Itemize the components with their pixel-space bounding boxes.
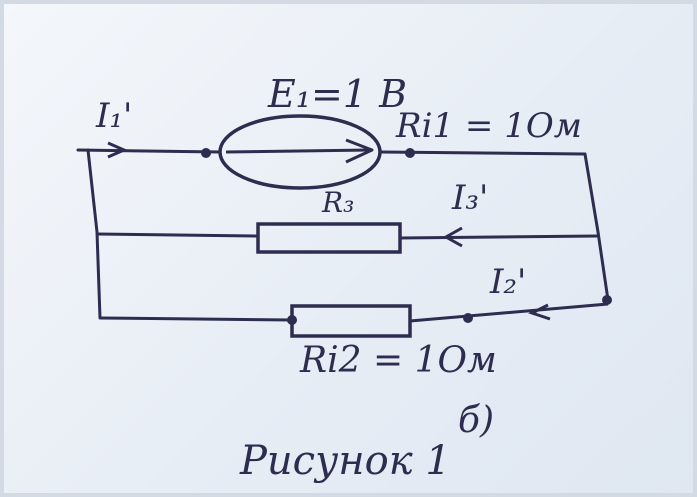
label-i2: I₂' — [490, 262, 527, 302]
label-subfigure: б) — [458, 400, 495, 441]
figure-caption: Рисунок 1 — [240, 438, 451, 484]
node-dot — [405, 148, 415, 158]
node-dot — [463, 313, 473, 323]
source-arrowhead — [345, 138, 374, 164]
label-ri1: Ri1 = 1Ом — [396, 106, 582, 146]
resistor-r3 — [256, 222, 402, 254]
wire-middle-right — [399, 234, 599, 240]
label-e1: E₁=1 В — [268, 72, 407, 116]
label-i3: I₃' — [452, 178, 489, 218]
current-arrow-i3 — [442, 226, 463, 248]
label-r3: R₃ — [322, 186, 355, 219]
resistor-ri2 — [290, 304, 412, 338]
wire-top-left — [76, 148, 222, 154]
node-dot — [201, 148, 211, 158]
wire-right-vertical — [583, 152, 610, 302]
source-direction-arrow — [225, 148, 371, 154]
label-i1: I₁' — [96, 96, 133, 136]
node-dot — [287, 315, 297, 325]
wire-bottom-right — [409, 302, 609, 323]
wire-bottom-left — [99, 316, 293, 322]
node-dot — [602, 295, 612, 305]
wire-middle-left — [96, 232, 259, 238]
label-ri2: Ri2 = 1Ом — [300, 340, 497, 381]
current-arrow-i2 — [528, 303, 551, 321]
current-arrow-i1 — [107, 141, 128, 159]
wire-left-vertical — [86, 148, 102, 320]
